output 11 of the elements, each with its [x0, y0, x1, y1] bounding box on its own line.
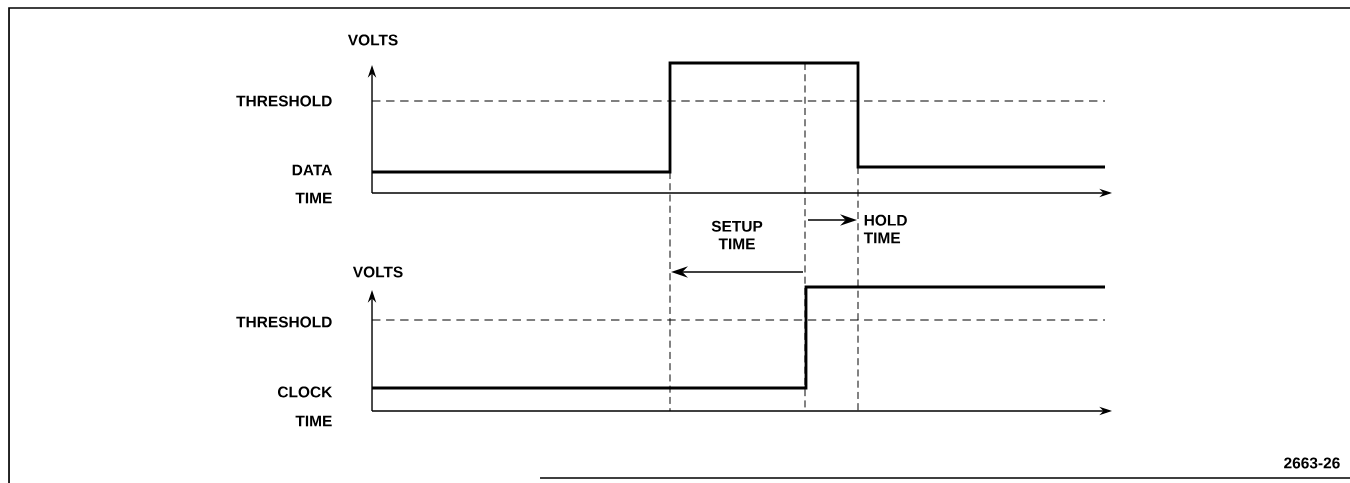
label-text: 2663-26 [1284, 457, 1340, 469]
label-text: THRESHOLD [236, 316, 332, 328]
label-text: DATA [292, 164, 332, 176]
label-text: VOLTS [347, 34, 398, 46]
label-text: TIME [295, 192, 332, 204]
label-text: TIME [295, 415, 332, 427]
label-text: CLOCK [278, 386, 333, 398]
label-text: THRESHOLD [236, 95, 332, 107]
label-text: SETUP TIME [711, 220, 763, 250]
label-text: HOLD TIME [863, 214, 907, 244]
label-text: VOLTS [352, 266, 403, 278]
